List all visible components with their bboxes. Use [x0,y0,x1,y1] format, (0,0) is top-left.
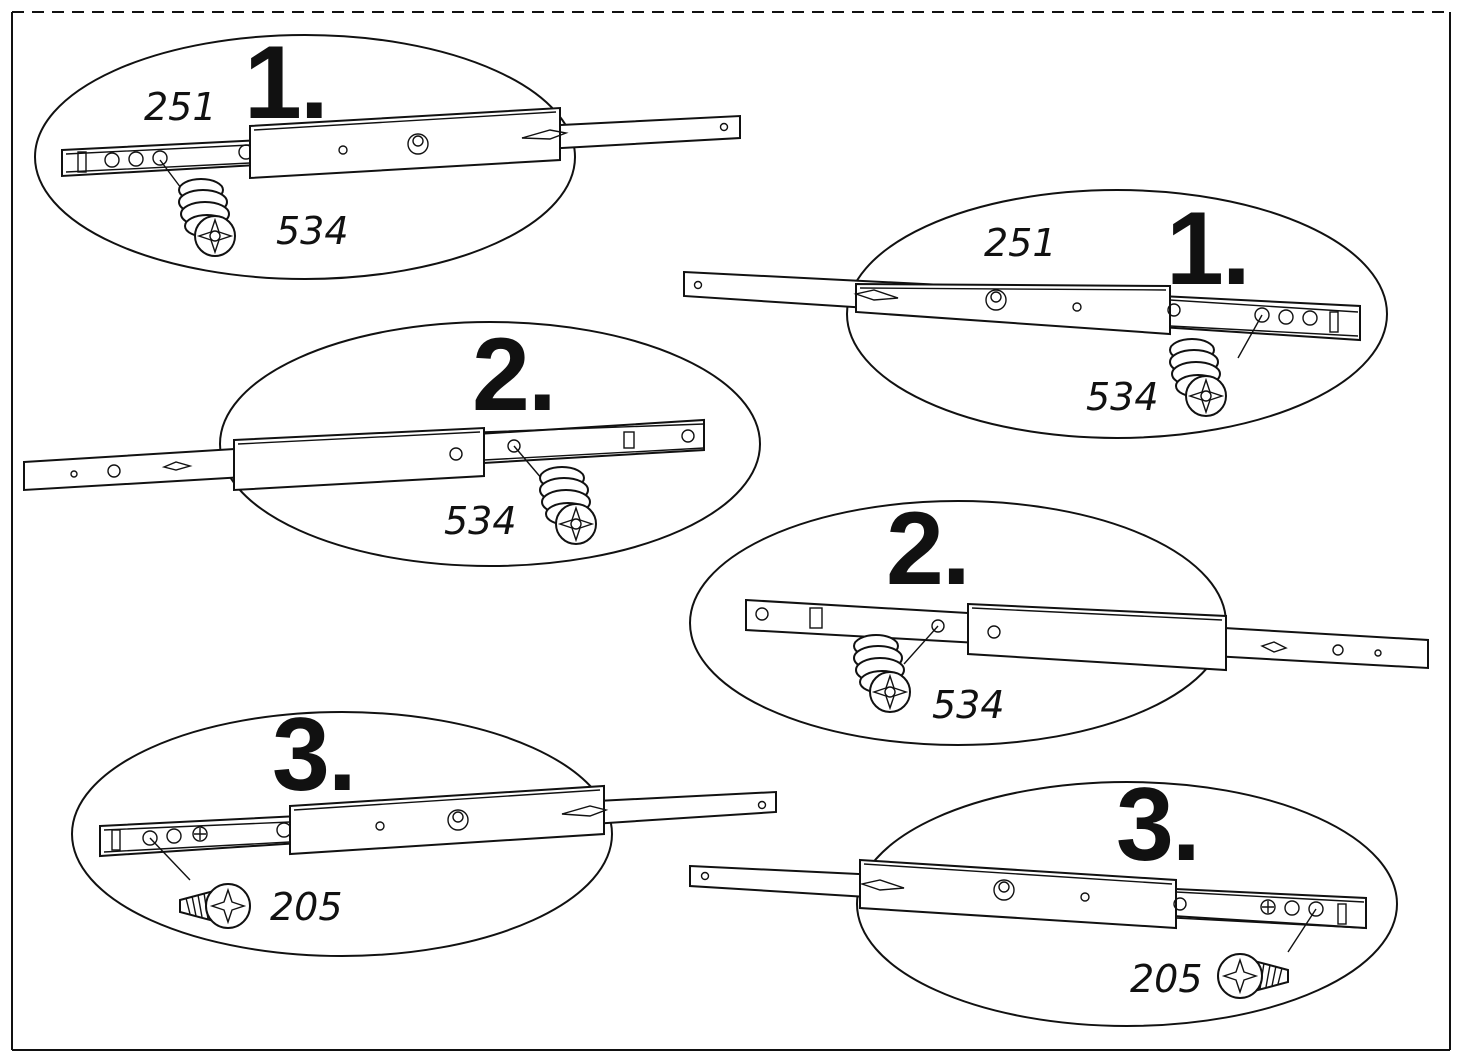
panel-step-2-left: 2. 534 [23,317,761,567]
screw-icon [1217,953,1289,999]
part-label: 251 [144,85,217,129]
cam-fitting-icon [178,178,236,257]
drawer-slide [23,418,705,492]
cam-fitting-icon [539,466,597,545]
part-label: 205 [1130,957,1203,1001]
panel-step-1-left: 1. 251 534 [34,25,741,280]
drawer-slide [745,598,1429,672]
panel-step-1-right: 1. 251 534 [683,189,1388,439]
screw-icon [179,883,251,929]
part-label: 534 [932,683,1005,727]
cam-fitting-icon [1169,338,1227,417]
detail-ellipse [856,781,1398,1027]
step-number: 3. [272,697,355,813]
part-label: 534 [276,209,349,253]
detail-ellipse [219,321,761,567]
step-number: 1. [244,25,327,141]
step-number: 2. [472,317,555,433]
panel-step-3-left: 3. 205 [71,697,777,957]
detail-ellipse [846,189,1388,439]
panel-step-2-right: 2. 534 [689,491,1429,746]
step-number: 3. [1116,767,1199,883]
step-number: 2. [886,491,969,607]
part-label: 534 [444,499,517,543]
detail-ellipse [71,711,613,957]
part-label: 534 [1086,375,1159,419]
drawer-slide [99,784,777,858]
part-label: 205 [270,885,343,929]
drawer-slide [61,106,741,180]
drawer-slide [683,270,1361,342]
panel-step-3-right: 3. 205 [689,767,1398,1027]
step-number: 1. [1166,191,1249,307]
drawer-slide [689,858,1367,930]
part-label: 251 [984,221,1057,265]
cam-fitting-icon [853,634,911,713]
detail-ellipse [34,34,576,280]
